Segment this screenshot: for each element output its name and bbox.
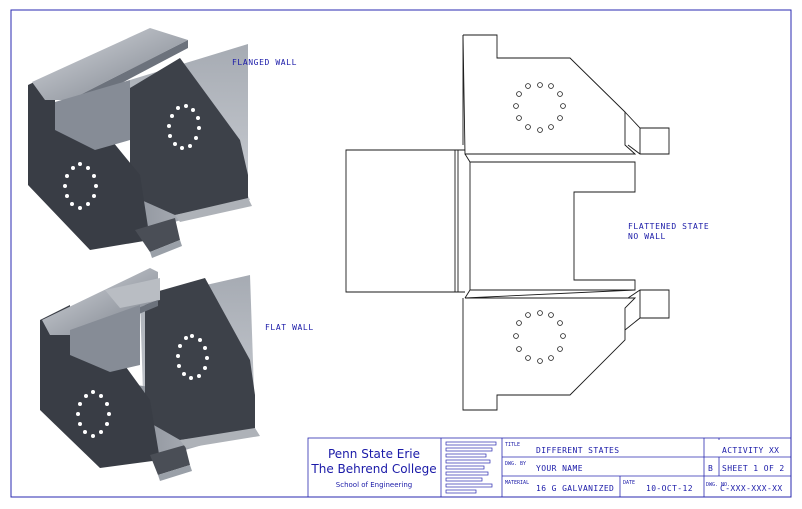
flanged-wall-view xyxy=(28,28,252,258)
school-name-line1: Penn State Erie xyxy=(328,447,420,461)
school-name-line3: School of Engineering xyxy=(336,481,412,489)
school-name-line2: The Behrend College xyxy=(310,462,436,476)
flattened-state-label: FLATTENED STATE xyxy=(628,222,710,231)
activity-value: ACTIVITY XX xyxy=(722,446,779,455)
drawn-by-caption: DWG. BY xyxy=(505,461,526,467)
flat-wall-label: FLAT WALL xyxy=(265,323,314,332)
sheet-value: SHEET 1 OF 2 xyxy=(722,464,785,473)
size-value: B xyxy=(708,464,713,473)
college-logo-graphic xyxy=(445,441,497,494)
dwg-no-value: C-XXX-XXX-XX xyxy=(720,484,783,493)
material-value: 16 G GALVANIZED xyxy=(536,484,614,493)
flattened-state-view xyxy=(345,34,670,411)
date-caption: DATE xyxy=(623,480,635,486)
drawn-by-value: YOUR NAME xyxy=(536,464,583,473)
title-block xyxy=(307,437,792,498)
no-wall-label: NO WALL xyxy=(628,232,666,241)
title-value: DIFFERENT STATES xyxy=(536,446,619,455)
dwg-no-caption: DWG. NO. xyxy=(706,482,730,488)
flat-wall-view xyxy=(40,268,260,481)
title-caption: TITLE xyxy=(505,442,520,448)
flanged-wall-label: FLANGED WALL xyxy=(232,58,297,67)
material-caption: MATERIAL xyxy=(505,480,529,486)
date-value: 10-OCT-12 xyxy=(646,484,693,493)
